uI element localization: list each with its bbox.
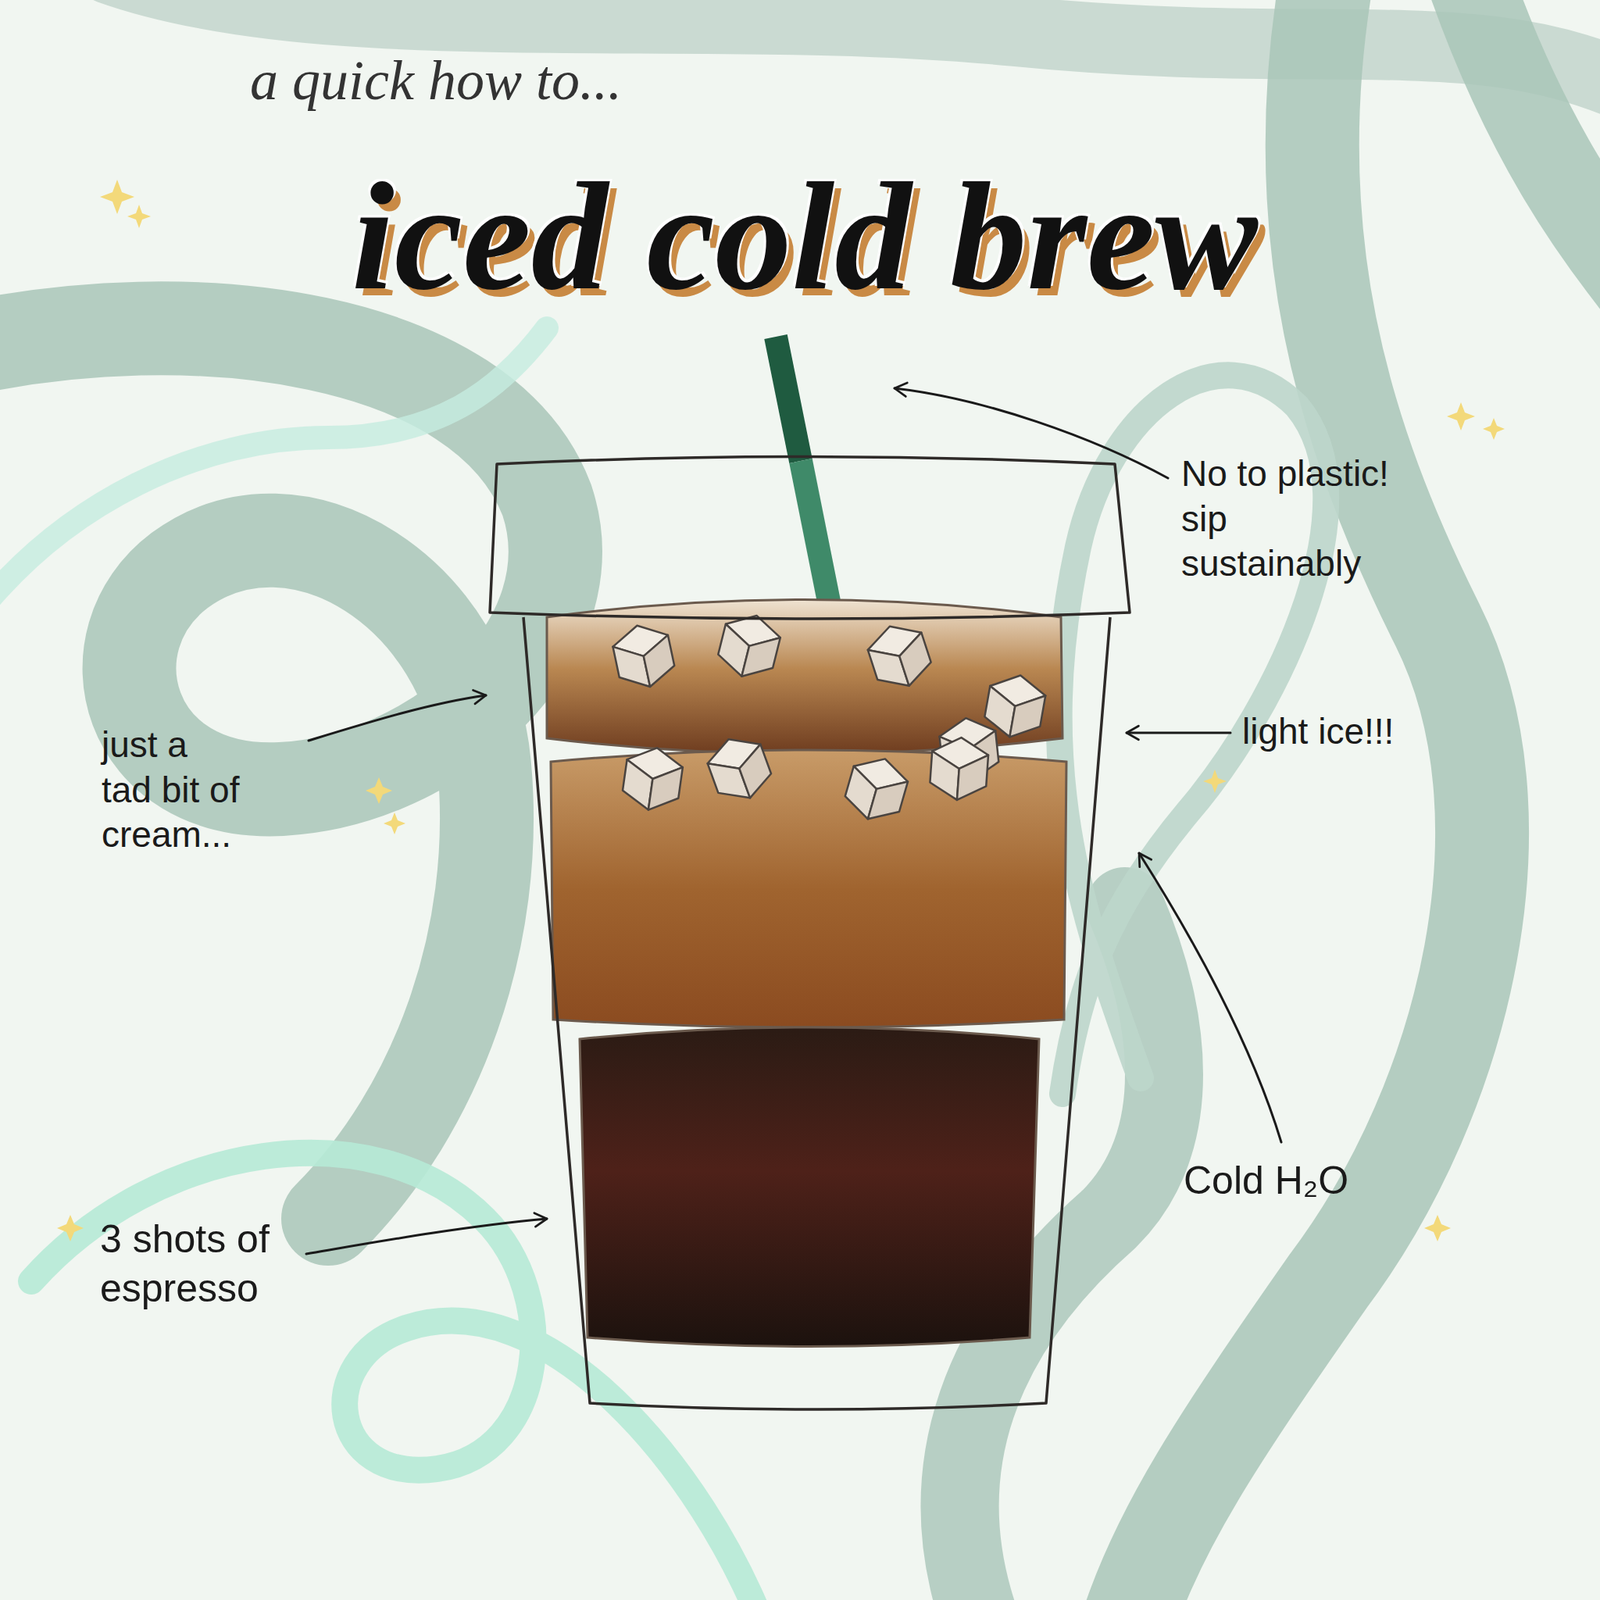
label-holder: light ice!!! (1242, 709, 1394, 755)
espresso-layer (579, 1027, 1040, 1347)
label-holder: a quick how to... (250, 48, 622, 114)
straw (775, 336, 830, 606)
callout-note: light ice!!! (1242, 709, 1394, 755)
label-holder: Cold H₂O (1183, 1156, 1349, 1206)
callout-note: just a tad bit of cream... (101, 722, 245, 858)
ice-cubes (609, 608, 1048, 827)
leader-arrows (306, 388, 1282, 1254)
title-holder: iced cold brew (0, 152, 1600, 322)
label-holder: just a tad bit of cream... (101, 722, 245, 858)
label-holder: 3 shots of espresso (100, 1214, 288, 1313)
title: iced cold brew (0, 152, 1600, 322)
callout-note: No to plastic! sip sustainably (1181, 451, 1416, 587)
cup-outline (489, 457, 1130, 1411)
callout-note: Cold H₂O (1183, 1156, 1349, 1206)
callout-note: 3 shots of espresso (100, 1214, 288, 1313)
label-holder: No to plastic! sip sustainably (1181, 451, 1416, 587)
kicker-text: a quick how to... (250, 48, 622, 114)
